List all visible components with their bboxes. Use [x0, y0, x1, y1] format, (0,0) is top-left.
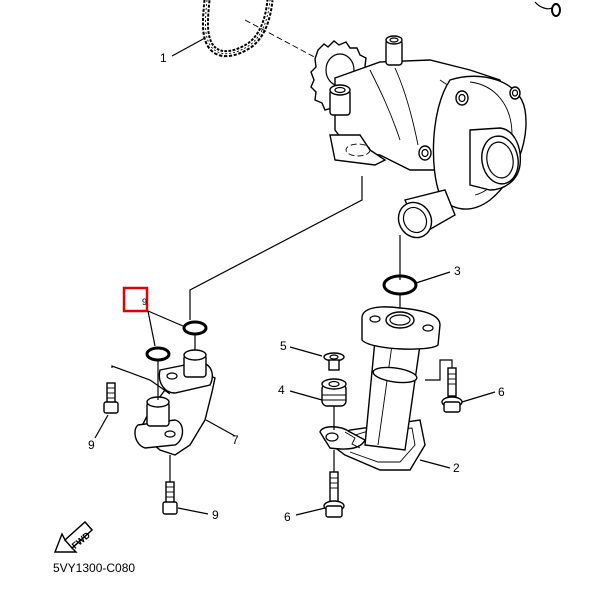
highlight-box[interactable]: [122, 286, 149, 313]
callout-7[interactable]: 7: [232, 433, 239, 447]
leader-6a: [461, 391, 496, 403]
small-fitting[interactable]: [534, 1, 561, 17]
o-ring-small[interactable]: [145, 346, 171, 362]
oil-delivery-pipe[interactable]: [134, 349, 216, 456]
leader-5: [289, 346, 323, 357]
callout-2[interactable]: 2: [453, 461, 460, 475]
damper[interactable]: [321, 378, 347, 407]
callout-1[interactable]: 1: [160, 51, 167, 65]
guide-line: [189, 176, 363, 320]
leader-8b: [147, 310, 156, 347]
bolt-right[interactable]: [441, 367, 463, 413]
leader-9b: [177, 507, 209, 515]
callout-9b[interactable]: 9: [212, 508, 219, 522]
leader-6b: [295, 507, 326, 516]
collar[interactable]: [323, 352, 345, 371]
leader-3: [415, 271, 451, 284]
cam-chain[interactable]: [201, 0, 274, 58]
callout-8[interactable]: 9: [142, 297, 147, 307]
guide-line: [244, 19, 321, 61]
bolt-bottom[interactable]: [323, 471, 345, 518]
oil-pump-assembly[interactable]: [310, 35, 527, 244]
o-ring-upper[interactable]: [182, 320, 208, 336]
leader-7: [205, 419, 236, 437]
fwd-arrow-icon: FWD: [53, 521, 93, 553]
leader-8a: [147, 310, 184, 327]
callout-4[interactable]: 4: [278, 383, 285, 397]
bolt-left[interactable]: [103, 382, 119, 414]
oil-strainer-pipe[interactable]: [319, 306, 441, 471]
leader-2: [419, 459, 451, 469]
bolt-lower[interactable]: [162, 481, 178, 515]
guide-line: [111, 365, 171, 395]
callout-5[interactable]: 5: [280, 339, 287, 353]
guide-line: [425, 359, 453, 381]
leader-9a: [94, 414, 109, 439]
callout-6a[interactable]: 6: [498, 385, 505, 399]
callout-3[interactable]: 3: [454, 264, 461, 278]
callout-9a[interactable]: 9: [88, 438, 95, 452]
leader-4: [289, 390, 323, 401]
diagram-code: 5VY1300-C080: [53, 561, 135, 575]
callout-6b[interactable]: 6: [284, 510, 291, 524]
leader-1: [171, 37, 206, 57]
